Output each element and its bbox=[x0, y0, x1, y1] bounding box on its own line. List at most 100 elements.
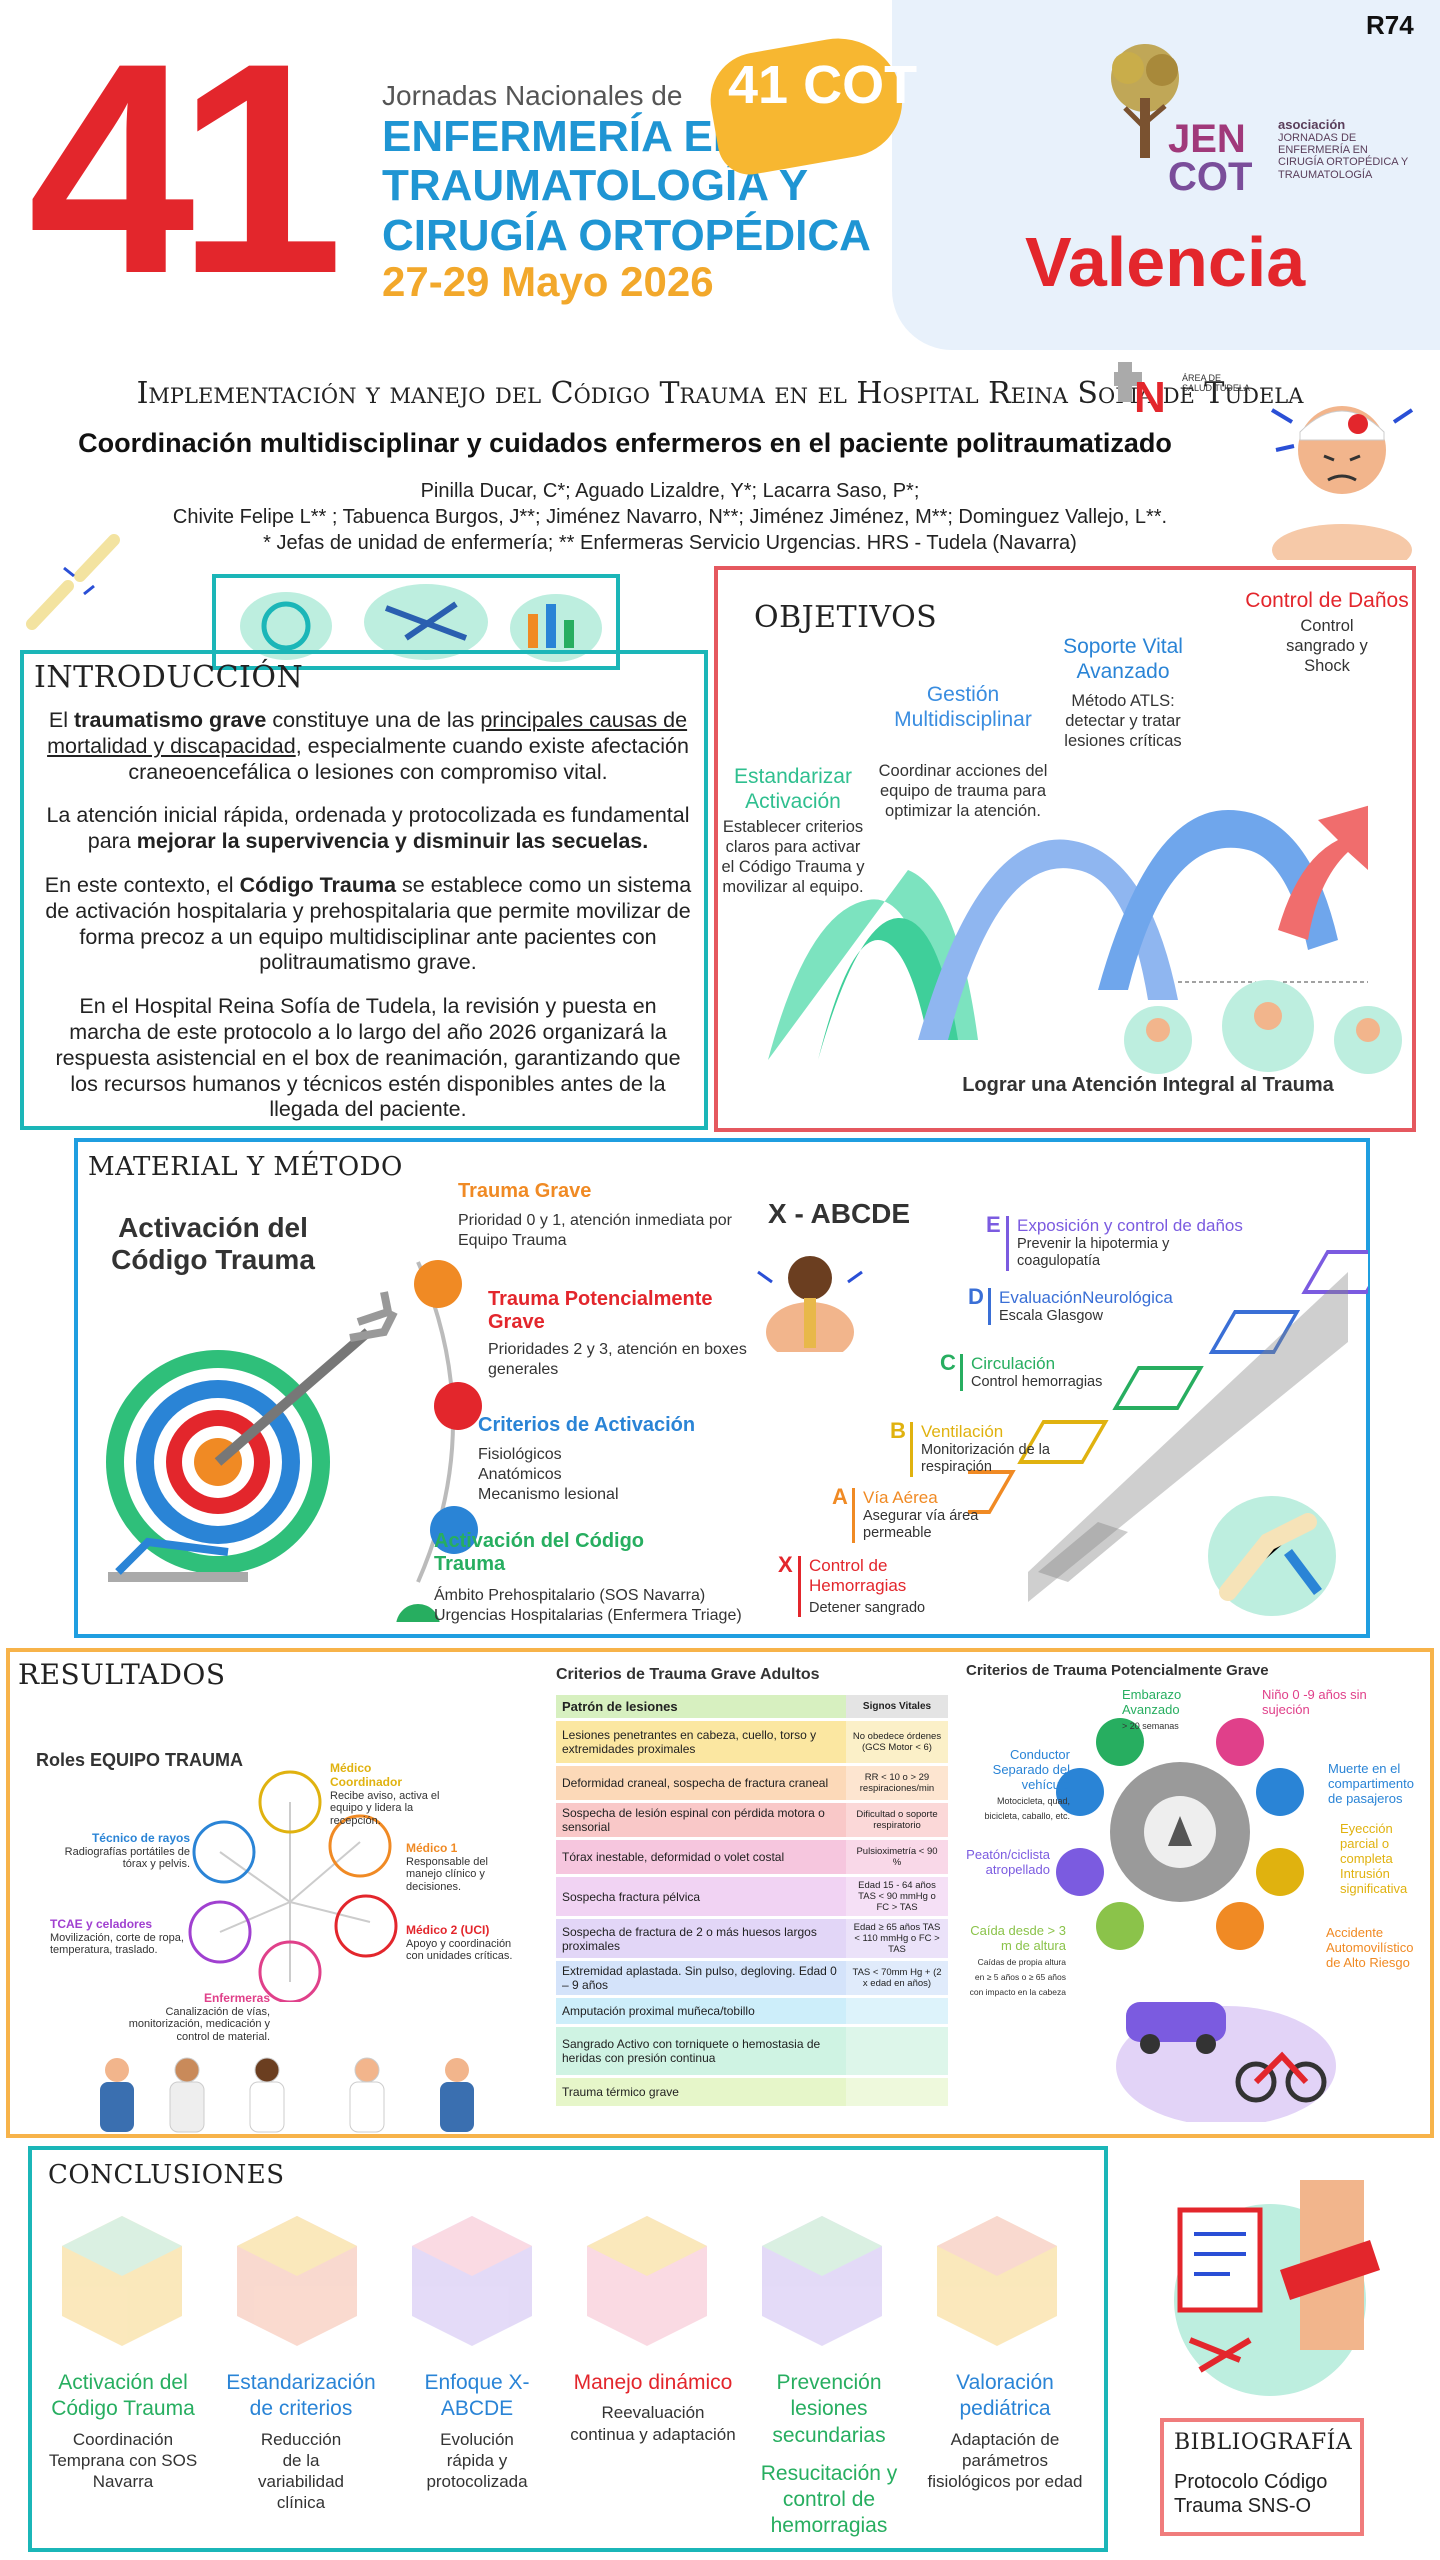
activation-item-1-desc: Prioridad 0 y 1, atención inmediata por … bbox=[458, 1212, 732, 1249]
activation-item-1-title: Trauma Grave bbox=[458, 1180, 592, 1202]
objective-1-desc: Establecer criterios claros para activar… bbox=[721, 818, 865, 896]
activation-item-2: Trauma Potencialmente Grave Prioridades … bbox=[488, 1288, 748, 1380]
bibliography-text: Protocolo Código Trauma SNS-O bbox=[1174, 2471, 1328, 2517]
table-row: Sospecha de fractura de 2 o más huesos l… bbox=[556, 1919, 948, 1958]
medical-staff-illustration bbox=[100, 2057, 474, 2133]
authors-line-2: Chivite Felipe L** ; Tabuenca Burgos, J*… bbox=[172, 506, 1168, 528]
objective-4-desc: Control sangrado y Shock bbox=[1286, 617, 1368, 675]
table-row: Trauma térmico grave bbox=[556, 2078, 948, 2106]
fracture-illustration-icon bbox=[1208, 1496, 1336, 1616]
authors-line-1: Pinilla Ducar, C*; Aguado Lizaldre, Y*; … bbox=[420, 480, 920, 502]
objective-3-desc: Método ATLS: detectar y tratar lesiones … bbox=[1064, 692, 1182, 750]
role-xray-name: Técnico de rayos bbox=[91, 1831, 190, 1845]
abcde-step-d-head: EvaluaciónNeurológica bbox=[999, 1288, 1173, 1307]
conclusion-2-title: Estandarización de criterios bbox=[226, 2371, 376, 2421]
conclusion-1: Activación del Código Trauma Coordinació… bbox=[38, 2370, 208, 2492]
conclusion-5-subtitle: Resucitación y control de hemorragias bbox=[760, 2461, 898, 2538]
abcde-step-d: D EvaluaciónNeurológica Escala Glasgow bbox=[968, 1284, 1208, 1326]
jornadas-label: Jornadas Nacionales de bbox=[382, 80, 683, 111]
abcde-step-x: X Control de Hemorragias Detener sangrad… bbox=[778, 1552, 978, 1618]
poster-code: R74 bbox=[1366, 10, 1414, 40]
abcde-step-a: A Vía Aérea Asegurar vía área permeable bbox=[832, 1484, 1032, 1543]
objective-2: Gestión Multidisciplinar Coordinar accio… bbox=[878, 682, 1048, 822]
objective-4-title: Control de Daños bbox=[1245, 589, 1409, 612]
table-row: Amputación proximal muñeca/tobillo bbox=[556, 1998, 948, 2024]
role-doctor-1-name: Médico 1 bbox=[406, 1841, 458, 1855]
abcde-title: X - ABCDE bbox=[768, 1198, 911, 1229]
role-doctor-2-name: Médico 2 (UCI) bbox=[406, 1923, 490, 1937]
activation-item-3-desc: Fisiológicos Anatómicos Mecanismo lesion… bbox=[478, 1446, 619, 1503]
role-xray: Técnico de rayos Radiografías portátiles… bbox=[50, 1831, 190, 1871]
gear-car-accident: Accidente Automovilístico de Alto Riesgo bbox=[1326, 1925, 1414, 1970]
objectives-footer: Lograr una Atención Integral al Trauma bbox=[962, 1074, 1334, 1096]
table-header-injuries: Patrón de lesiones bbox=[556, 1695, 846, 1718]
abcde-step-c-desc: Control hemorragias bbox=[971, 1374, 1103, 1390]
svg-text:N: N bbox=[1134, 373, 1166, 422]
gear-child: Niño 0 -9 años sin sujeción bbox=[1262, 1687, 1367, 1717]
conclusions-heading: CONCLUSIONES bbox=[48, 2160, 285, 2190]
role-coordinator-name: Médico Coordinador bbox=[330, 1761, 402, 1789]
abcde-staircase bbox=[968, 1250, 1368, 1602]
activation-item-4-desc: Ámbito Prehospitalario (SOS Navarra) Urg… bbox=[434, 1587, 742, 1624]
poster-header: 41 Jornadas Nacionales de ENFERMERÍA EN … bbox=[0, 0, 1440, 350]
intro-icons-box bbox=[212, 574, 620, 670]
activation-item-4-title: Activación del Código Trauma bbox=[434, 1530, 645, 1575]
role-nurses: Enfermeras Canalización de vías, monitor… bbox=[100, 1991, 270, 2044]
table-row: Lesiones penetrantes en cabeza, cuello, … bbox=[556, 1721, 948, 1763]
material-heading: MATERIAL Y MÉTODO bbox=[88, 1152, 403, 1182]
activation-timeline bbox=[396, 1260, 482, 1622]
role-tcae-desc: Movilización, corte de ropa, temperatura… bbox=[50, 1931, 184, 1957]
abcde-step-c-head: Circulación bbox=[971, 1354, 1056, 1373]
role-nurses-name: Enfermeras bbox=[203, 1991, 270, 2005]
abcde-step-x-head: Control de Hemorragias bbox=[809, 1556, 907, 1595]
association-label: asociación JORNADAS DE ENFERMERÍA EN CIR… bbox=[1278, 117, 1409, 181]
bibliography-section: BIBLIOGRAFÍA Protocolo Código Trauma SNS… bbox=[1160, 2418, 1364, 2536]
activation-item-2-title: Trauma Potencialmente Grave bbox=[488, 1288, 713, 1333]
congress-dates: 27-29 Mayo 2026 bbox=[382, 258, 714, 305]
bibliography-heading: BIBLIOGRAFÍA bbox=[1174, 2430, 1353, 2455]
results-section: RESULTADOS Roles EQUIPO TRAUMA Médico Co… bbox=[6, 1648, 1434, 2138]
intro-paragraph-4: En el Hospital Reina Sofía de Tudela, la… bbox=[55, 994, 681, 1122]
abcde-step-x-letter: X bbox=[778, 1552, 793, 1577]
conclusion-3-desc: Evolución rápida y protocolizada bbox=[426, 2429, 528, 2492]
abcde-step-x-desc: Detener sangrado bbox=[809, 1600, 926, 1616]
gear-fall: Caída desde > 3 m de altura Caídas de pr… bbox=[969, 1923, 1066, 1997]
abcde-step-c: C Circulación Control hemorragias bbox=[940, 1350, 1160, 1392]
care-team-icons bbox=[1124, 980, 1402, 1074]
conclusion-3-title: Enfoque X-ABCDE bbox=[424, 2371, 530, 2421]
abcde-step-b: B Ventilación Monitorización de la respi… bbox=[890, 1418, 1110, 1477]
cot-badge-text: 41 COT bbox=[728, 55, 918, 115]
abcde-step-e-head: Exposición y control de daños bbox=[1017, 1216, 1243, 1235]
rubik-cubes-illustration bbox=[62, 2216, 1057, 2346]
activation-item-3-title: Criterios de Activación bbox=[478, 1414, 696, 1436]
clinical-record-illustration bbox=[1174, 2180, 1380, 2396]
activation-item-4: Activación del Código Trauma Ámbito Preh… bbox=[434, 1530, 794, 1626]
gear-pregnancy: Embarazo Avanzado > 20 semanas bbox=[1122, 1687, 1182, 1731]
table-row: Sangrado Activo con torniquete o hemosta… bbox=[556, 2027, 948, 2075]
conclusion-4-title: Manejo dinámico bbox=[573, 2371, 733, 2394]
conclusion-3: Enfoque X-ABCDE Evolución rápida y proto… bbox=[392, 2370, 562, 2492]
poster-title: Implementación y manejo del Código Traum… bbox=[136, 376, 1304, 411]
conclusions-section: CONCLUSIONES Activación del Código Traum… bbox=[28, 2146, 1108, 2552]
objective-3-title: Soporte Vital Avanzado bbox=[1063, 635, 1183, 684]
material-method-section: MATERIAL Y MÉTODO Activación del Código … bbox=[74, 1138, 1370, 1638]
potential-trauma-title: Criterios de Trauma Potencialmente Grave bbox=[966, 1662, 1269, 1679]
table-row: Deformidad craneal, sospecha de fractura… bbox=[556, 1766, 948, 1800]
abcde-step-e-desc: Prevenir la hipotermia y coagulopatía bbox=[1017, 1236, 1170, 1270]
poster-subtitle: Coordinación multidisciplinar y cuidados… bbox=[78, 428, 1172, 458]
conclusion-6-title: Valoración pediátrica bbox=[956, 2371, 1054, 2421]
abcde-step-b-head: Ventilación bbox=[921, 1422, 1004, 1441]
gear-pedestrian: Peatón/ciclista atropellado bbox=[966, 1847, 1050, 1877]
table-row: Extremidad aplastada. Sin pulso, deglovi… bbox=[556, 1961, 948, 1995]
introduction-heading: INTRODUCCIÓN bbox=[34, 660, 304, 695]
objective-3: Soporte Vital Avanzado Método ATLS: dete… bbox=[1048, 634, 1198, 752]
objectives-section: OBJETIVOS Estandarizar Activación Establ… bbox=[714, 566, 1416, 1132]
role-doctor-1-desc: Responsable del manejo clínico y decisio… bbox=[406, 1855, 488, 1894]
objective-1-title: Estandarizar Activación bbox=[734, 765, 852, 814]
role-doctor-2: Médico 2 (UCI) Apoyo y coordinación con … bbox=[406, 1923, 516, 1963]
abcde-step-e-letter: E bbox=[986, 1212, 1001, 1237]
intro-illustrations bbox=[240, 584, 602, 662]
objective-2-desc: Coordinar acciones del equipo de trauma … bbox=[878, 762, 1048, 820]
abcde-step-a-desc: Asegurar vía área permeable bbox=[863, 1508, 979, 1542]
introduction-section: INTRODUCCIÓN El traumatismo grave consti… bbox=[20, 650, 708, 1130]
